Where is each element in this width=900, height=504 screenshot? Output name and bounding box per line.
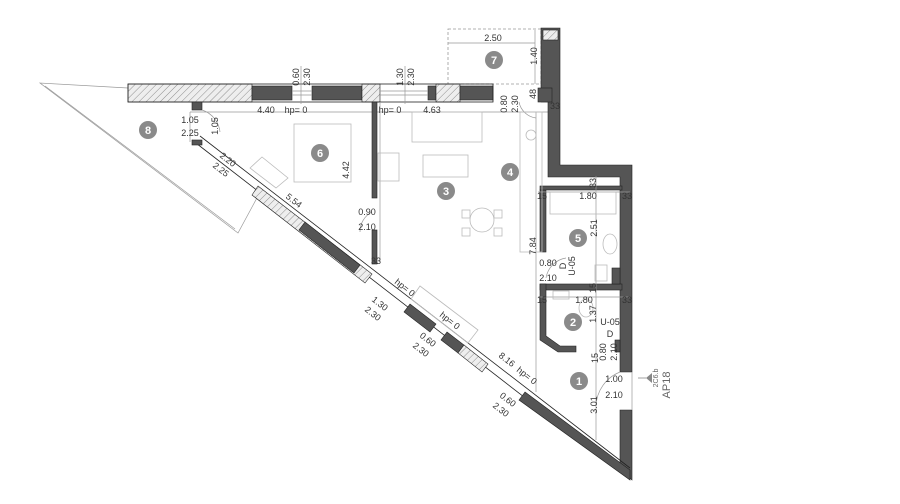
dimension-label: 4.42 [341,161,351,179]
room-number: 1 [576,376,582,388]
badge-circle [437,182,455,200]
dimension-label: 5.54 [284,191,304,210]
badge-circle [501,163,519,181]
room-number: 7 [491,55,497,67]
window-sill-outline [410,285,479,344]
dimension-label: 33 [371,256,381,266]
dimension-label: 33 [588,178,598,188]
room-number-badge: 6 [311,144,329,162]
window-sill-outline [249,156,289,189]
interior-partitions [371,101,623,353]
dimension-label: 1.05 [210,117,220,135]
badge-circle [569,229,587,247]
room-number-badge: 3 [437,182,455,200]
dimension-label: 0.80 [598,343,608,361]
dimension-label: 0.60 [291,68,301,86]
door-swings [201,101,621,407]
room-number-badge: 7 [485,51,503,69]
badge-circle [564,313,582,331]
dimension-label: 1.00 [605,374,623,384]
room-number-badge: 2 [564,313,582,331]
dimension-label: 33 [550,101,560,111]
apartment-label: AP18 [661,372,673,399]
room-number: 5 [575,233,581,245]
dimension-label: 1.80 [579,191,597,201]
dimension-label: 3.01 [589,396,599,414]
top-wall [127,83,494,103]
balcony-8-outline [38,82,259,234]
dimension-label: D [558,262,568,269]
room-number: 4 [507,167,514,179]
dimension-label: hp= 0 [379,105,402,115]
dimension-label: hp= 0 [285,105,308,115]
room-number: 8 [145,125,151,137]
dimension-label: 2.51 [589,219,599,237]
guide-lines [189,102,630,440]
dimension-label: 2.30 [510,95,520,113]
dimension-label: 2.10 [609,343,619,361]
dimension-label: 4.63 [423,105,441,115]
room-number-badge: 4 [501,163,519,181]
dimension-label: 2.10 [539,273,557,283]
dimension-label: 2.50 [484,33,502,43]
dimension-label: 1.05 [181,115,199,125]
dimension-label: 2.30 [406,68,416,86]
dimension-label: 1.80 [575,295,593,305]
room-number-badge: 5 [569,229,587,247]
room-number: 6 [317,148,323,160]
top-windows [292,66,428,104]
dimension-label: 2.10 [358,222,376,232]
room-number: 3 [443,186,449,198]
dimension-label: 8.16 [497,350,517,369]
dimension-label: 1.30 [395,68,405,86]
dimension-label: 15 [537,191,547,201]
dimension-label: 15 [537,295,547,305]
dimension-label: U-05 [567,256,577,276]
dimension-label: 1.37 [588,305,598,323]
badge-circle [311,144,329,162]
dimension-label: 15 [588,283,598,293]
badge-circle [485,51,503,69]
dimension-label: 15 [590,353,600,363]
dimension-label: 2.30 [302,68,312,86]
dimension-label: 2.25 [181,128,199,138]
badge-circle [570,372,588,390]
room-number-badge: 8 [139,121,157,139]
dimension-label: 0.90 [358,207,376,217]
dimension-label: 0.80 [499,95,509,113]
room-number: 2 [570,317,576,329]
dimension-label: 2.10 [605,390,623,400]
room-badges: 1 2 3 4 5 6 7 8 [139,51,588,390]
dimension-label: 7.84 [528,237,538,255]
dimension-label: U-05 [600,317,620,327]
dimension-label: 1.40 [529,47,539,65]
dimension-label: 0.80 [539,258,557,268]
entry-marker [638,373,652,383]
dimension-label: D [607,329,614,339]
dimension-label: 33 [622,191,632,201]
dimension-label: 4.40 [257,105,275,115]
diagonal-wall [191,101,631,481]
furniture [293,111,618,318]
dimension-label: 48 [528,89,538,99]
entry-marker-code: 2C6.b [653,369,660,388]
dimension-label: hp= 0 [515,365,539,387]
room-number-badge: 1 [570,372,588,390]
dimension-label: hp= 0 [438,310,462,332]
badge-circle [139,121,157,139]
dimension-label: 33 [622,295,632,305]
